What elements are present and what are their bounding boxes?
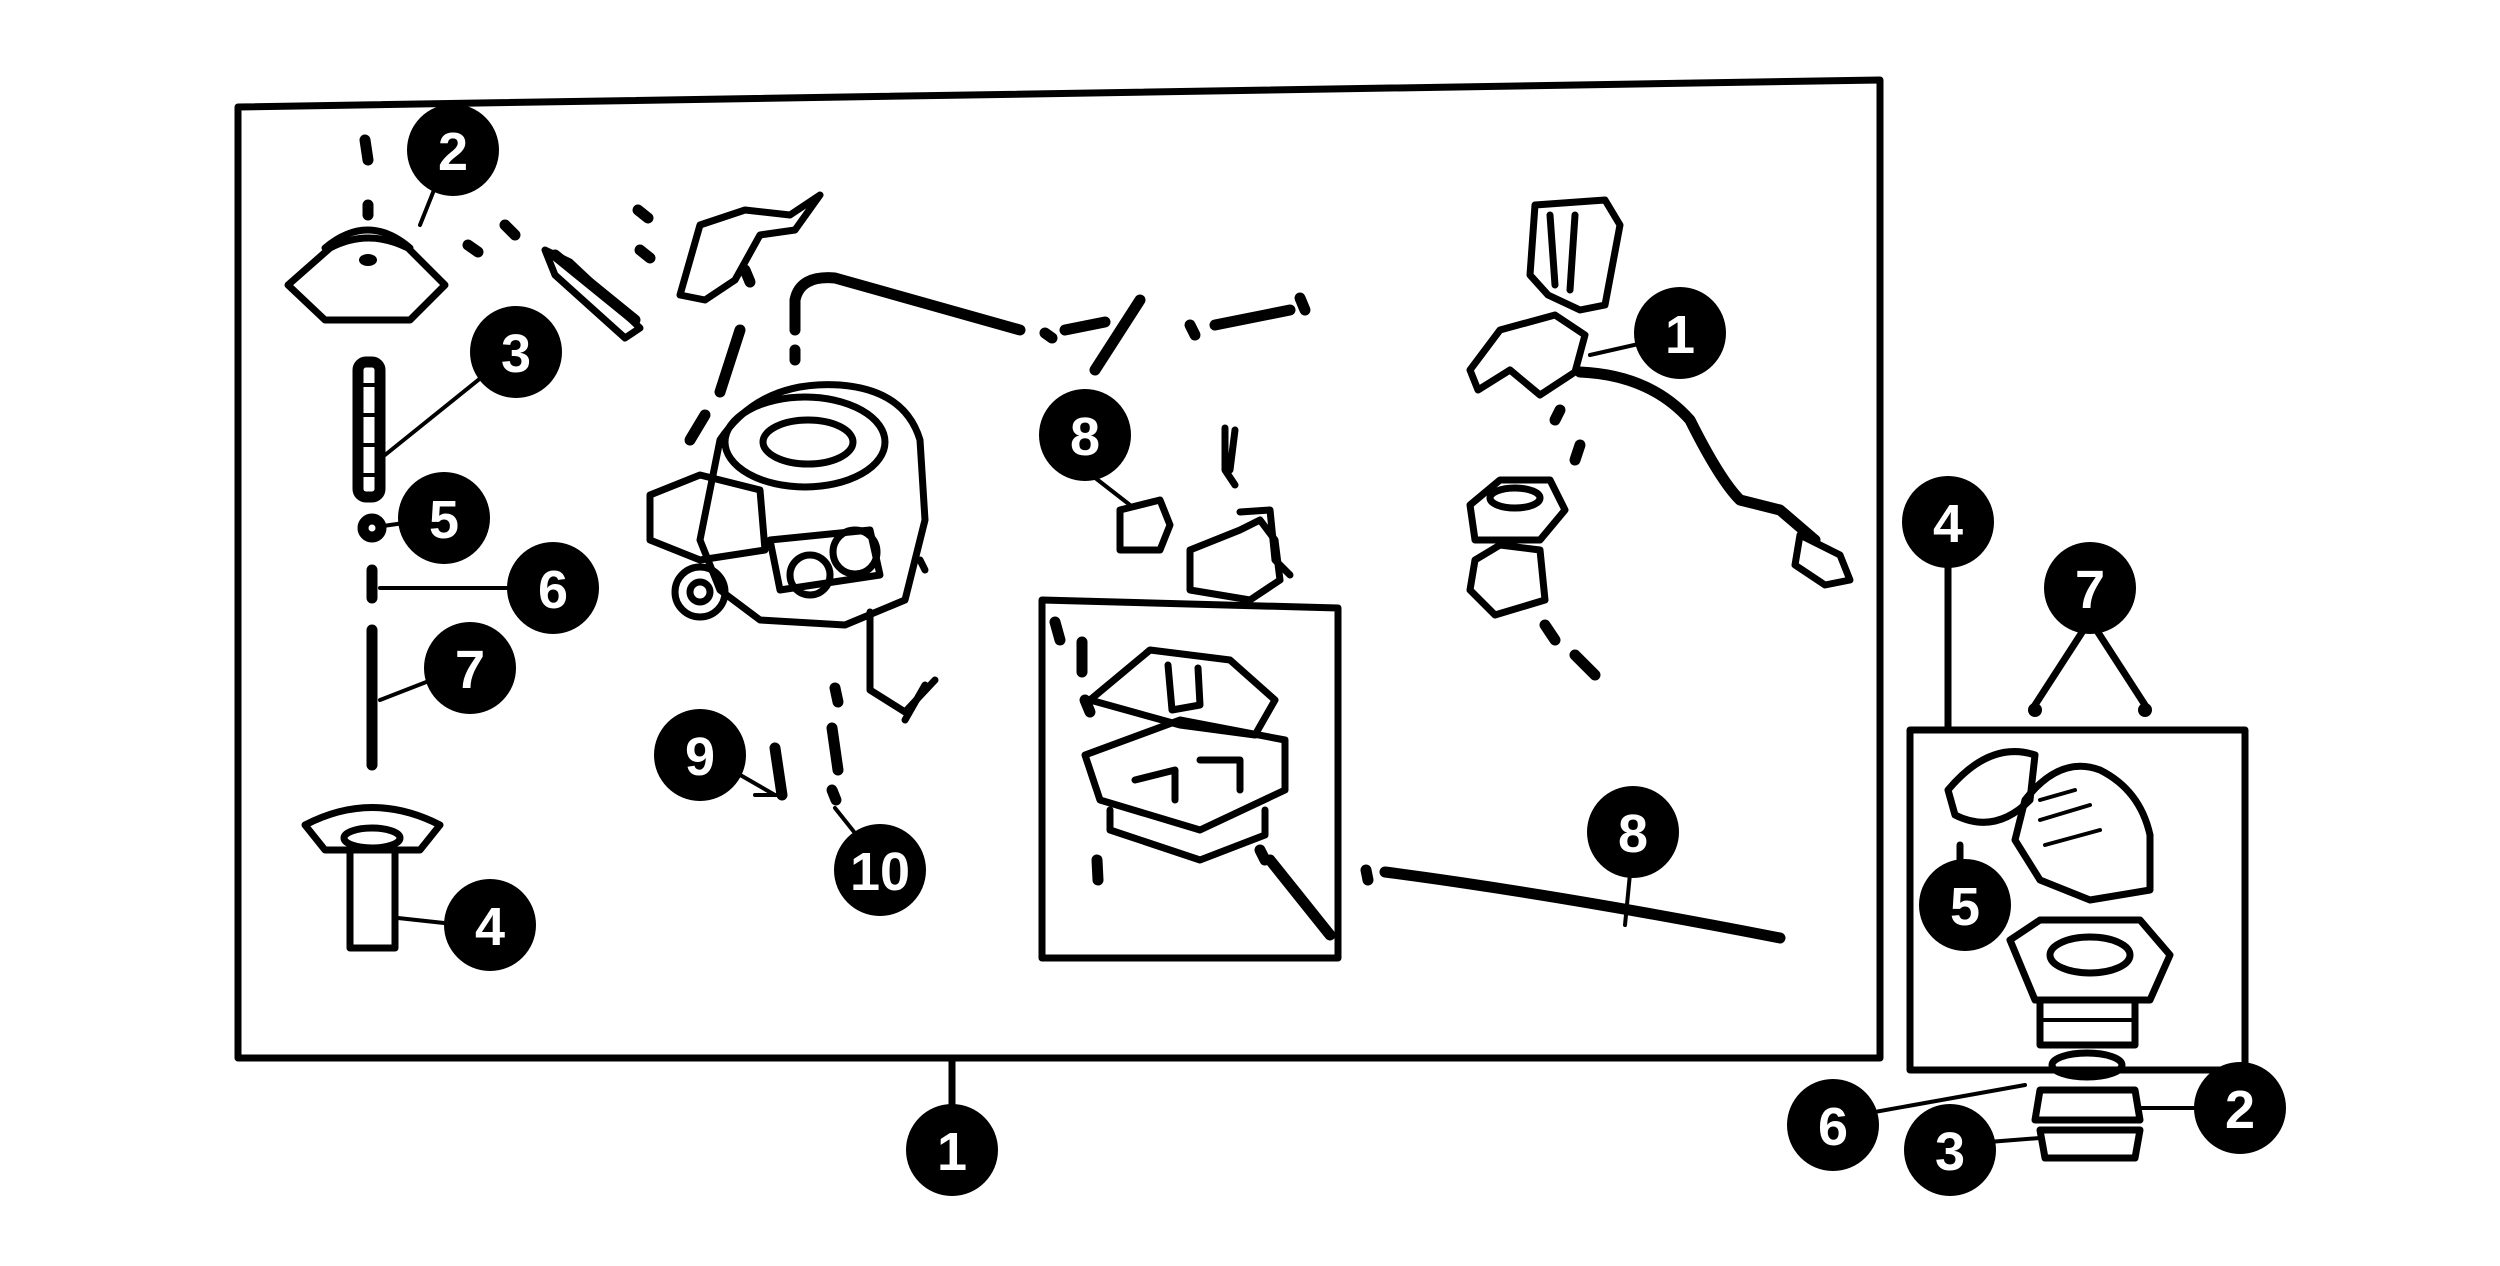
callout-jet: 9 <box>654 709 746 801</box>
main-assembly-frame <box>234 76 1884 1062</box>
svg-text:1: 1 <box>1665 305 1695 365</box>
drain-hose-part <box>1379 866 1786 944</box>
side-leader-7b <box>2086 616 2149 709</box>
spring-part <box>352 356 386 503</box>
callout-cap: 2 <box>407 104 499 196</box>
svg-text:7: 7 <box>455 640 485 700</box>
svg-text:7: 7 <box>2075 560 2105 620</box>
pipe-fitting-part <box>1059 292 1311 376</box>
callout-screw: 10 <box>834 824 926 916</box>
callout-side-4: 4 <box>1902 476 1994 568</box>
callout-holder: 4 <box>444 879 536 971</box>
svg-text:8: 8 <box>1618 804 1648 864</box>
side-housing-part <box>1944 703 2174 1162</box>
jet-part <box>753 742 788 801</box>
side-leader-7a <box>2031 616 2094 709</box>
cap-part <box>284 134 449 324</box>
screw-part <box>826 682 844 806</box>
callout-clip: 5 <box>398 472 490 564</box>
callout-fuel-pipe: 8 <box>1039 389 1131 481</box>
callout-choke: 1 <box>1634 287 1726 379</box>
svg-text:2: 2 <box>438 122 468 182</box>
svg-text:6: 6 <box>538 560 568 620</box>
float-chamber-frame <box>1038 596 1342 962</box>
throttle-link-part <box>462 191 824 342</box>
svg-text:6: 6 <box>1818 1097 1848 1157</box>
fuel-pipe-part <box>789 272 1026 336</box>
svg-text:10: 10 <box>850 842 910 902</box>
callout-side-5: 5 <box>1919 859 2011 951</box>
svg-text:1: 1 <box>937 1122 967 1182</box>
choke-part <box>1466 196 1854 681</box>
svg-text:4: 4 <box>1933 494 1963 554</box>
callout-ring: 6 <box>507 542 599 634</box>
svg-text:4: 4 <box>475 897 505 957</box>
carburetor-body-part <box>646 324 939 724</box>
svg-text:5: 5 <box>429 490 459 550</box>
callout-side-7: 7 <box>2044 542 2136 634</box>
callout-drain-hose: 8 <box>1587 786 1679 878</box>
callout-spring: 3 <box>470 306 562 398</box>
svg-text:5: 5 <box>1950 877 1980 937</box>
svg-text:2: 2 <box>2225 1080 2255 1140</box>
svg-text:3: 3 <box>501 324 531 384</box>
callout-needle: 7 <box>424 622 516 714</box>
svg-text:9: 9 <box>685 727 715 787</box>
callout-main-assembly: 1 <box>906 1104 998 1196</box>
callout-side-2: 2 <box>2194 1062 2286 1154</box>
float-part <box>1116 424 1294 604</box>
svg-text:8: 8 <box>1070 407 1100 467</box>
float-bowl-part <box>1049 616 1336 941</box>
callout-side-6: 6 <box>1787 1079 1879 1171</box>
callout-side-3: 3 <box>1904 1104 1996 1196</box>
svg-text:3: 3 <box>1935 1122 1965 1182</box>
holder-part <box>301 804 444 952</box>
clip-part <box>357 513 387 543</box>
